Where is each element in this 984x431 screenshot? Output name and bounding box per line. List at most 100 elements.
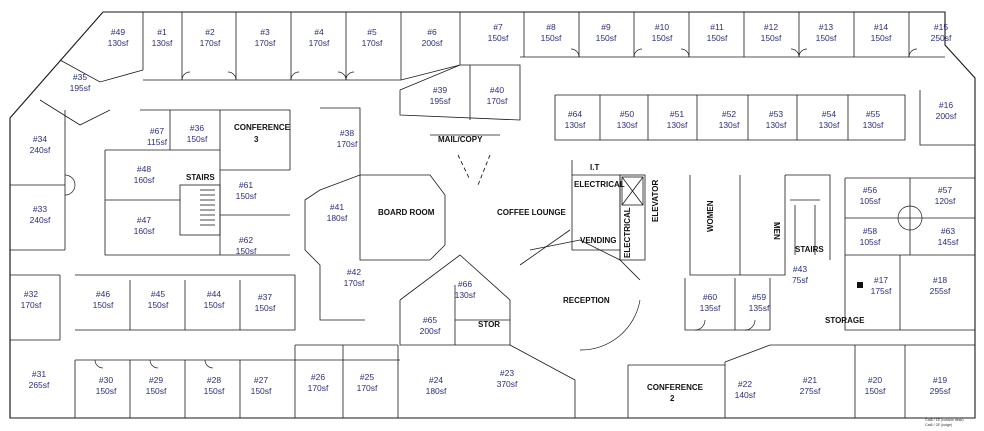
room-area: 370sf: [497, 379, 518, 389]
left-side-walls: [10, 109, 400, 418]
room-area: 175sf: [871, 286, 892, 296]
room-number: #23: [500, 368, 514, 378]
conference-2-label: CONFERENCE: [647, 383, 704, 392]
room-number: #20: [868, 375, 882, 385]
room-number: #10: [655, 22, 669, 32]
room-area: 135sf: [700, 303, 721, 313]
room-number: #26: [311, 372, 325, 382]
room-area: 195sf: [70, 83, 91, 93]
room-area: 150sf: [96, 386, 117, 396]
room-number: #47: [137, 215, 151, 225]
room-number: #63: [941, 226, 955, 236]
room-area: 200sf: [420, 326, 441, 336]
room-area: 150sf: [146, 386, 167, 396]
room-area: 150sf: [596, 33, 617, 43]
room-area: 130sf: [108, 38, 129, 48]
room-number: #49: [111, 27, 125, 37]
room-number: #46: [96, 289, 110, 299]
room-area: 150sf: [187, 134, 208, 144]
area-labels: CONFERENCE 3 MAIL/COPY STAIRS BOARD ROOM…: [186, 123, 964, 427]
room-number: #33: [33, 204, 47, 214]
room-number: #18: [933, 275, 947, 285]
room-area: 200sf: [422, 38, 443, 48]
room-area: 130sf: [766, 120, 787, 130]
room-number: #28: [207, 375, 221, 385]
reception-label: RECEPTION: [563, 296, 610, 305]
room-area: 75sf: [792, 275, 809, 285]
room-area: 150sf: [93, 300, 114, 310]
room-area: 160sf: [134, 175, 155, 185]
stairs-right-label: STAIRS: [795, 245, 824, 254]
room-area: 105sf: [860, 237, 881, 247]
outer-walls: [9, 11, 976, 419]
room-number: #40: [490, 85, 504, 95]
center-walls: [304, 64, 641, 418]
women-label: WOMEN: [706, 200, 715, 232]
top-door-swings: [181, 48, 918, 81]
room-area: 160sf: [134, 226, 155, 236]
room-number: #50: [620, 109, 634, 119]
room-area: 170sf: [309, 38, 330, 48]
conference-3-number: 3: [254, 135, 259, 144]
storage-label: STORAGE: [825, 316, 865, 325]
mail-copy-label: MAIL/COPY: [438, 135, 483, 144]
room-number: #4: [314, 27, 324, 37]
room-area: 150sf: [488, 33, 509, 43]
room-area: 150sf: [707, 33, 728, 43]
room-area: 145sf: [938, 237, 959, 247]
top-row-walls: [39, 12, 945, 126]
room-number: #11: [710, 22, 724, 32]
room-number: #25: [360, 372, 374, 382]
room-number: #39: [433, 85, 447, 95]
room-area: 130sf: [617, 120, 638, 130]
room-area: 150sf: [236, 246, 257, 256]
room-number: #52: [722, 109, 736, 119]
room-area: 275sf: [800, 386, 821, 396]
room-area: 265sf: [29, 380, 50, 390]
room-number: #55: [866, 109, 880, 119]
room-number: #57: [938, 185, 952, 195]
room-area: 170sf: [200, 38, 221, 48]
room-number: #53: [769, 109, 783, 119]
room-number: #43: [793, 264, 807, 274]
board-room-label: BOARD ROOM: [378, 208, 435, 217]
room-number: #36: [190, 123, 204, 133]
room-area: 150sf: [236, 191, 257, 201]
room-area: 135sf: [749, 303, 770, 313]
room-number: #16: [939, 100, 953, 110]
room-number: #21: [803, 375, 817, 385]
room-number: #30: [99, 375, 113, 385]
room-area: 170sf: [21, 300, 42, 310]
room-area: 150sf: [204, 386, 225, 396]
room-number: #37: [258, 292, 272, 302]
room-area: 150sf: [255, 303, 276, 313]
